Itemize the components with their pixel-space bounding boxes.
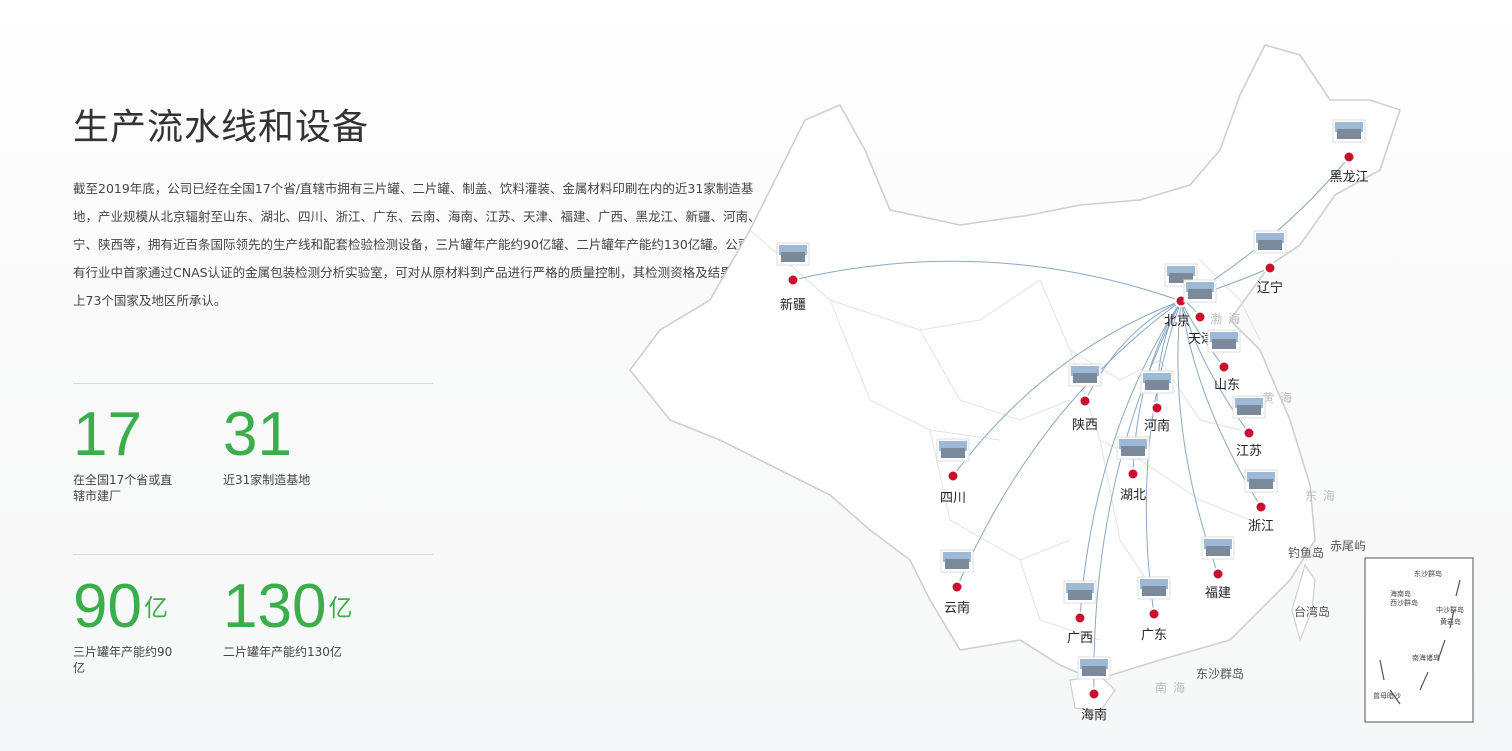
province-marker[interactable] [1087, 687, 1101, 701]
south-china-sea-inset: 东沙群岛 海南岛 西沙群岛 中沙群岛 黄岩岛 南海诸岛 曾母暗沙 [1364, 557, 1474, 723]
inset-label-xisha: 西沙群岛 [1390, 598, 1418, 607]
company-description: 截至2019年底，公司已经在全国17个省/直辖市拥有三片罐、二片罐、制盖、饮料灌… [73, 181, 774, 308]
sea-label-bohai: 渤海 [1210, 311, 1246, 326]
province-label: 江苏 [1236, 443, 1262, 459]
factory-thumbnail [1183, 279, 1217, 303]
inset-label-hainan: 海南岛 [1390, 589, 1411, 598]
province-marker[interactable] [946, 469, 960, 483]
inset-label-zengmu: 曾母暗沙 [1373, 691, 1401, 700]
province-marker[interactable] [1150, 401, 1164, 415]
province-marker[interactable] [1254, 500, 1268, 514]
province-marker[interactable] [1193, 310, 1207, 324]
factory-thumbnail [1201, 536, 1235, 560]
factory-thumbnail [1207, 329, 1241, 353]
stat-two-piece-label: 二片罐年产能约130亿 [223, 645, 342, 659]
island-label-dongsha: 东沙群岛 [1196, 666, 1244, 681]
province-label: 湖北 [1120, 488, 1146, 503]
province-label: 福建 [1205, 586, 1231, 601]
province-label: 河南 [1144, 418, 1170, 434]
stats-divider-bottom [73, 554, 433, 555]
stat-provinces: 17 在全国17个省或直辖市建厂 [73, 404, 173, 504]
stat-bases-label: 近31家制造基地 [223, 473, 311, 487]
stat-three-piece-unit: 亿 [143, 595, 168, 622]
factory-thumbnail [1063, 580, 1097, 604]
stat-two-piece: 130亿 二片罐年产能约130亿 [223, 576, 363, 660]
province-label: 新疆 [780, 297, 806, 313]
taiwan-island [1291, 563, 1316, 642]
sea-label-nanhai: 南海 [1155, 680, 1191, 695]
factory-thumbnail [1253, 230, 1287, 254]
factory-thumbnail [776, 242, 810, 266]
province-marker[interactable] [950, 580, 964, 594]
factory-thumbnail [1068, 363, 1102, 387]
province-label: 黑龙江 [1329, 170, 1368, 185]
stat-provinces-label: 在全国17个省或直辖市建厂 [73, 473, 173, 503]
stat-three-piece-label: 三片罐年产能约90亿 [73, 645, 173, 675]
factory-thumbnail [1244, 469, 1278, 493]
route-line [956, 300, 1182, 588]
inset-label-dongsha: 东沙群岛 [1414, 569, 1442, 578]
province-label: 四川 [940, 491, 966, 506]
province-marker[interactable] [1078, 394, 1092, 408]
factory-thumbnail [1137, 576, 1171, 600]
inset-label-nanhai-zhudao: 南海诸岛 [1412, 653, 1440, 662]
province-label: 广西 [1067, 631, 1093, 646]
stat-two-piece-value: 130 [223, 572, 327, 641]
factory-thumbnail [1332, 119, 1366, 143]
stat-bases: 31 近31家制造基地 [223, 404, 363, 488]
province-marker[interactable] [1342, 150, 1356, 164]
province-marker[interactable] [1217, 360, 1231, 374]
province-label: 广东 [1141, 628, 1167, 643]
factory-thumbnail [1140, 370, 1174, 394]
province-markers: 黑龙江新疆辽宁北京天津山东陕西河南江苏四川湖北浙江云南福建广西广东海南 [776, 119, 1369, 723]
route-line [952, 300, 1182, 477]
route-line [1093, 300, 1182, 695]
province-label: 浙江 [1248, 519, 1274, 534]
province-label: 辽宁 [1257, 280, 1283, 296]
province-marker[interactable] [1073, 611, 1087, 625]
province-label: 陕西 [1072, 418, 1098, 433]
inset-label-huangyan: 黄岩岛 [1440, 617, 1461, 626]
province-marker[interactable] [1147, 607, 1161, 621]
province-label: 云南 [944, 600, 970, 616]
stat-bases-value: 31 [223, 400, 292, 469]
province-label: 山东 [1214, 378, 1240, 393]
stat-two-piece-unit: 亿 [328, 595, 353, 622]
province-marker[interactable] [1211, 567, 1225, 581]
factory-thumbnail [940, 549, 974, 573]
route-line [792, 260, 1182, 302]
factory-thumbnail [936, 438, 970, 462]
province-label: 北京 [1164, 314, 1190, 329]
page-title: 生产流水线和设备 [73, 107, 370, 148]
island-label-chiwei: 赤尾屿 [1330, 539, 1366, 553]
factory-thumbnail [1077, 656, 1111, 680]
province-marker[interactable] [1263, 261, 1277, 275]
stat-three-piece-value: 90 [73, 572, 142, 641]
inset-label-zhongsha: 中沙群岛 [1436, 605, 1464, 614]
stat-three-piece: 90亿 三片罐年产能约90亿 [73, 576, 173, 676]
stats-divider-top [73, 383, 433, 384]
sea-label-huanghai: 黄海 [1262, 390, 1298, 405]
china-factory-map: 渤海 黄海 东海 南海 钓鱼岛 赤尾屿 台湾岛 东沙群岛 东沙群岛 海南岛 西沙… [628, 44, 1474, 723]
island-label-taiwan: 台湾岛 [1294, 604, 1330, 619]
province-marker[interactable] [786, 273, 800, 287]
stat-provinces-value: 17 [73, 400, 142, 469]
sea-label-donghai: 东海 [1305, 488, 1341, 503]
factory-thumbnail [1116, 436, 1150, 460]
province-marker[interactable] [1126, 467, 1140, 481]
island-label-diaoyu: 钓鱼岛 [1288, 545, 1324, 560]
province-label: 海南 [1081, 707, 1107, 723]
factory-thumbnail [1232, 395, 1266, 419]
route-line [1079, 300, 1182, 619]
china-outline [628, 44, 1402, 681]
province-marker[interactable] [1242, 426, 1256, 440]
